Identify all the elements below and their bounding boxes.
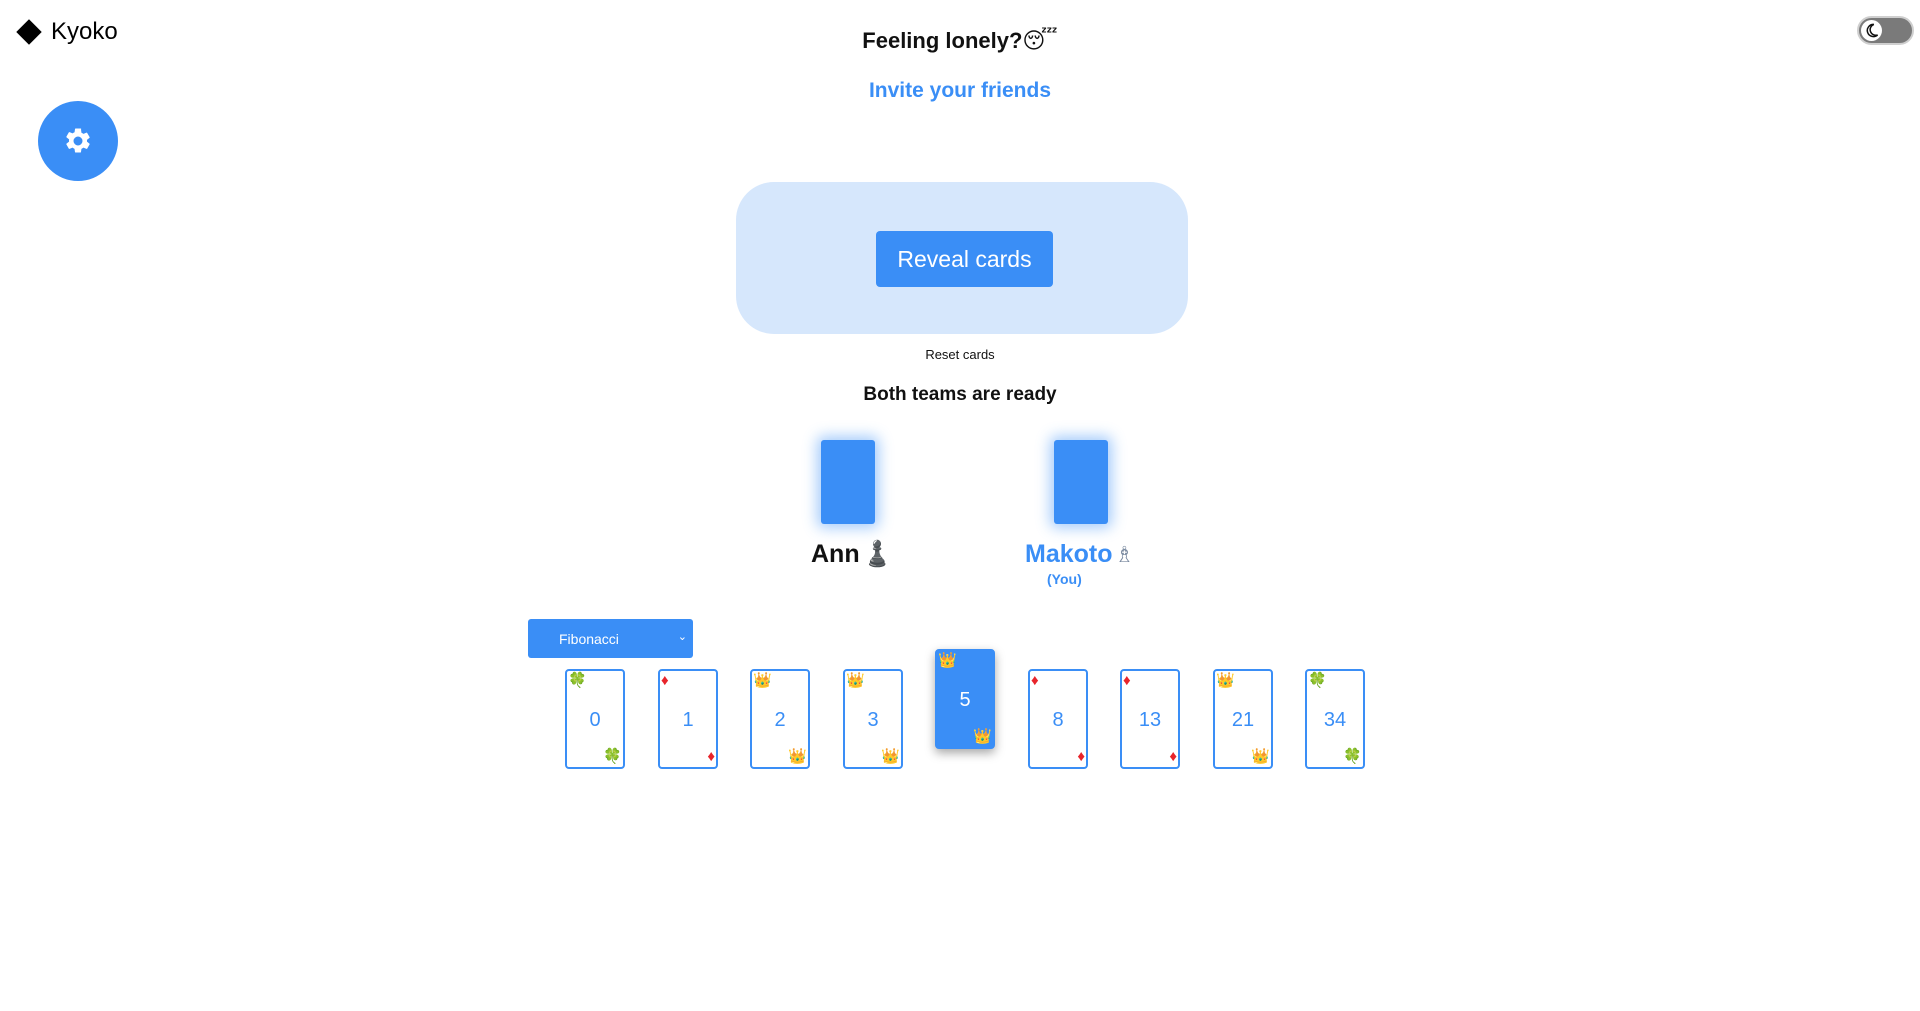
crown-icon: 👑 — [846, 672, 865, 689]
diamond-icon: ♦ — [661, 672, 669, 689]
deck-select-value: Fibonacci — [559, 630, 619, 647]
diamond-icon: ♦ — [1031, 672, 1039, 689]
player-name-text: Makoto — [1025, 540, 1113, 568]
chess-piece-icon: ♗ — [1114, 541, 1135, 567]
clover-icon: 🍀 — [1343, 748, 1362, 765]
player-name-text: Ann — [811, 540, 860, 568]
clover-icon: 🍀 — [603, 748, 622, 765]
hand-card[interactable]: 👑3👑 — [843, 669, 903, 769]
crown-icon: 👑 — [1251, 748, 1270, 765]
sleepy-emoji-icon: 😴 — [1022, 28, 1058, 53]
logo-text: Kyoko — [51, 18, 118, 45]
invite-text: Invite your friends — [868, 79, 1052, 102]
hand-card[interactable]: 👑 21 👑 — [1213, 669, 1273, 769]
card-value: 21 — [1231, 709, 1255, 731]
invite-friends-link[interactable]: Invite your friends — [0, 79, 1920, 103]
crown-icon: 👑 — [881, 748, 900, 765]
settings-button[interactable] — [38, 101, 118, 181]
card-value: 13 — [1138, 709, 1162, 731]
moon-icon — [1861, 20, 1882, 41]
app-logo[interactable]: Kyoko — [16, 18, 118, 46]
hand-card[interactable]: 🍀 34 🍀 — [1305, 669, 1365, 769]
card-value: 2 — [774, 709, 786, 731]
lonely-text: Feeling lonely? — [862, 28, 1023, 53]
crown-icon: 👑 — [1216, 672, 1235, 689]
deck-select[interactable]: Fibonacci ⌄ — [528, 619, 693, 658]
clover-icon: 🍀 — [1308, 672, 1327, 689]
diamond-icon: ♦ — [1077, 748, 1085, 765]
chevron-down-icon: ⌄ — [677, 631, 687, 643]
hand-card[interactable]: 🍀0🍀 — [565, 669, 625, 769]
lonely-heading: Feeling lonely?😴 — [0, 28, 1920, 54]
hand-card[interactable]: ♦ 8 ♦ — [1028, 669, 1088, 769]
diamond-icon: ♦ — [707, 748, 715, 765]
you-label: (You) — [1047, 571, 1082, 587]
card-value: 5 — [959, 689, 971, 711]
crown-icon: 👑 — [788, 748, 807, 765]
card-value: 34 — [1323, 709, 1347, 731]
hand-card[interactable]: ♦ 13 ♦ — [1120, 669, 1180, 769]
chess-piece-icon: ♟️ — [861, 540, 893, 568]
player-name-ann: Ann♟️ — [811, 540, 893, 569]
reset-cards-link[interactable]: Reset cards — [0, 347, 1920, 362]
card-value: 1 — [682, 709, 694, 731]
reveal-cards-button[interactable]: Reveal cards — [876, 231, 1053, 287]
hand-card[interactable]: 👑2👑 — [750, 669, 810, 769]
status-text: Both teams are ready — [863, 384, 1057, 405]
crown-icon: 👑 — [938, 652, 957, 669]
diamond-icon: ♦ — [1169, 748, 1177, 765]
theme-toggle[interactable] — [1857, 16, 1914, 45]
clover-icon: 🍀 — [568, 672, 587, 689]
hand-card[interactable]: 👑5👑 — [935, 649, 995, 749]
reset-cards-text: Reset cards — [925, 347, 995, 362]
crown-icon: 👑 — [753, 672, 772, 689]
player-card-ann — [821, 440, 875, 524]
player-name-makoto: Makoto♗ — [1025, 540, 1134, 569]
diamond-icon: ♦ — [1123, 672, 1131, 689]
hand-card[interactable]: ♦ 1 ♦ — [658, 669, 718, 769]
card-value: 8 — [1052, 709, 1064, 731]
gear-icon — [66, 128, 90, 153]
crown-icon: 👑 — [973, 728, 992, 745]
player-card-makoto — [1054, 440, 1108, 524]
card-value: 0 — [589, 709, 601, 731]
card-value: 3 — [867, 709, 879, 731]
